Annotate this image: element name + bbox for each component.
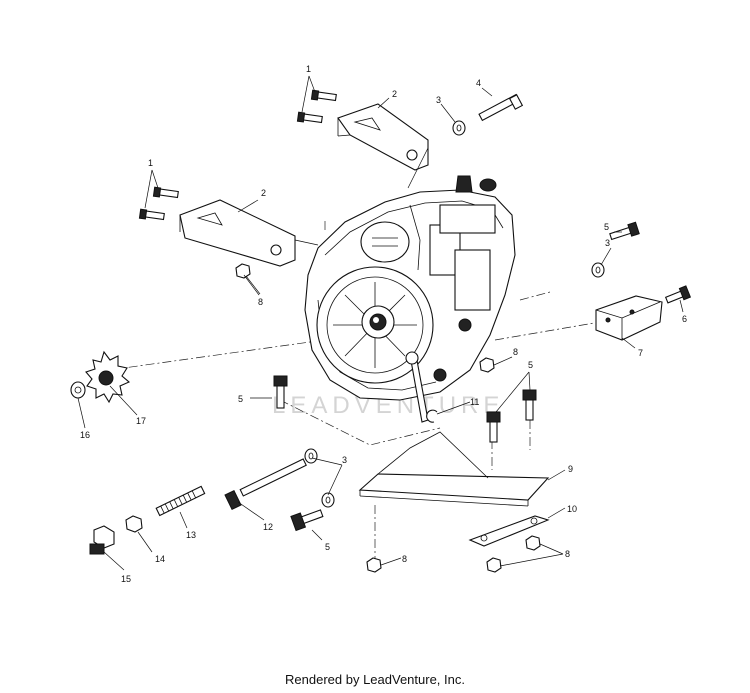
mount-bracket-part-2-upper — [337, 103, 429, 171]
callout-5: 5 — [325, 542, 330, 552]
mount-block-part-7 — [595, 295, 663, 341]
callout-1: 1 — [306, 64, 311, 74]
plug-part-15 — [89, 525, 115, 555]
clip-part-11 — [426, 409, 438, 423]
strap-part-10 — [468, 515, 550, 547]
callout-5: 5 — [604, 222, 609, 232]
callout-8: 8 — [513, 347, 518, 357]
footer-credit: Rendered by LeadVenture, Inc. — [285, 672, 465, 687]
callout-2: 2 — [261, 188, 266, 198]
callout-15: 15 — [121, 574, 131, 584]
nut-part-14 — [125, 515, 143, 533]
callout-5: 5 — [528, 360, 533, 370]
callout-6: 6 — [682, 314, 687, 324]
callout-labels: 1 2 3 4 1 2 8 3 5 6 7 8 5 5 11 3 9 10 8 … — [80, 64, 687, 584]
callout-3: 3 — [342, 455, 347, 465]
bolt-part-4 — [478, 93, 524, 122]
callout-8: 8 — [258, 297, 263, 307]
callout-5: 5 — [238, 394, 243, 404]
callout-12: 12 — [263, 522, 273, 532]
callout-3: 3 — [436, 95, 441, 105]
callout-8: 8 — [402, 554, 407, 564]
callout-4: 4 — [476, 78, 481, 88]
bolt-part-1-upper — [296, 89, 337, 124]
mount-bracket-part-2-lower — [179, 199, 296, 267]
bolt-part-5 — [273, 221, 640, 532]
sprocket-part-17 — [85, 350, 131, 404]
callout-8: 8 — [565, 549, 570, 559]
bolt-part-1-lower — [138, 186, 179, 221]
washer-part-3 — [304, 120, 605, 508]
transmission-housing — [304, 175, 516, 423]
washer-part-16 — [70, 381, 86, 399]
leader-lines — [77, 75, 684, 571]
mount-plate-part-9 — [358, 431, 550, 507]
callout-17: 17 — [136, 416, 146, 426]
callout-11: 11 — [470, 397, 479, 407]
callout-16: 16 — [80, 430, 90, 440]
callout-2: 2 — [392, 89, 397, 99]
callout-3: 3 — [605, 238, 610, 248]
bolt-part-12 — [224, 458, 307, 511]
nut-part-8 — [235, 263, 541, 573]
callout-13: 13 — [186, 530, 196, 540]
bolt-part-6 — [664, 285, 692, 304]
callout-1: 1 — [148, 158, 153, 168]
callout-7: 7 — [638, 348, 643, 358]
callout-10: 10 — [567, 504, 577, 514]
callout-14: 14 — [155, 554, 165, 564]
stud-part-13 — [155, 485, 206, 517]
callout-9: 9 — [568, 464, 573, 474]
